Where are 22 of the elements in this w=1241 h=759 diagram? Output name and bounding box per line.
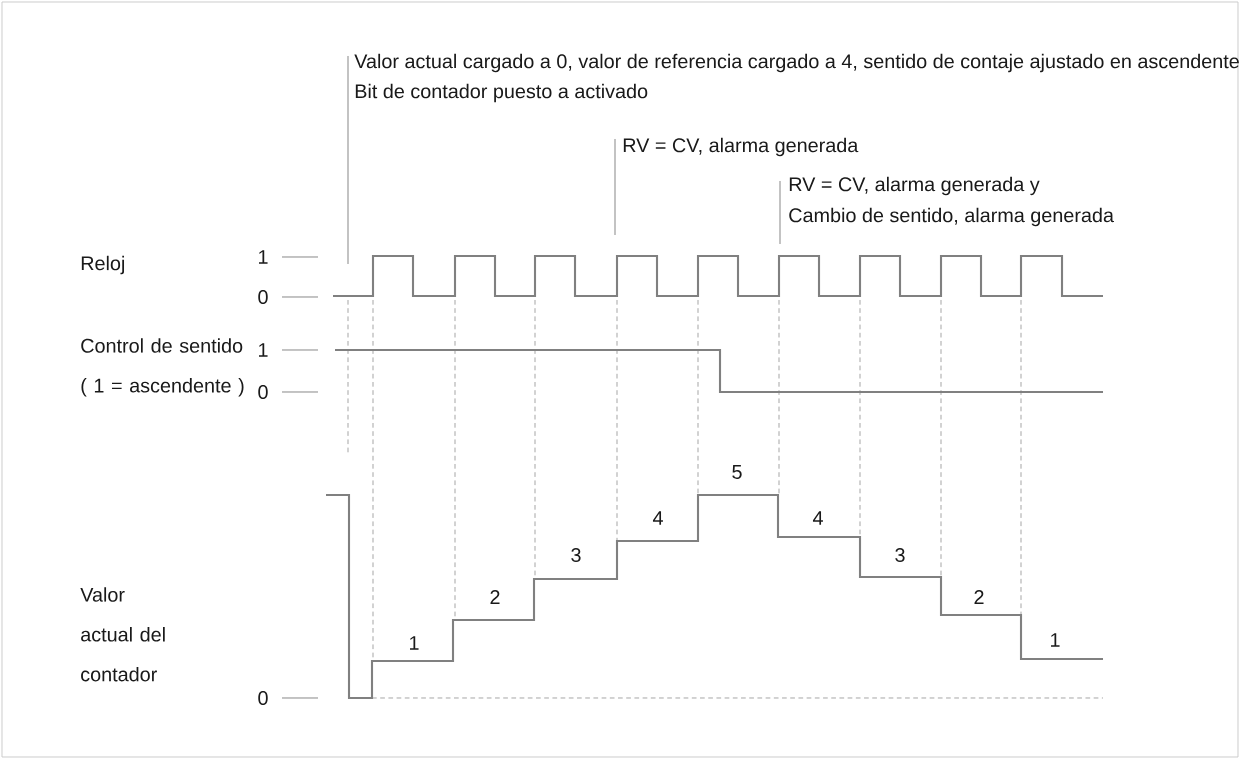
count-value: 2 <box>490 590 500 604</box>
signal-name: Reloj <box>81 255 124 275</box>
annotation-text: RV = CV, alarma generada y <box>789 176 1040 196</box>
count-value: 2 <box>974 590 984 604</box>
annotation-text: RV = CV, alarma generada <box>623 137 859 157</box>
signal-name: Control de sentido ( 1 = ascendente ) <box>81 338 244 397</box>
level-value: 1 <box>259 250 268 264</box>
count-value: 4 <box>812 511 823 525</box>
level-value: 0 <box>258 385 268 399</box>
count-value: 4 <box>652 511 663 525</box>
count-value: 1 <box>1051 633 1060 647</box>
signal-name: Valor actual del contador <box>80 587 165 682</box>
level-value: 1 <box>259 343 268 357</box>
count-value: 3 <box>571 548 581 562</box>
level-value: 0 <box>258 691 268 705</box>
count-value: 5 <box>732 465 742 479</box>
annotation-text: Valor actual cargado a 0, valor de referencia cargado a 4, sentido de contaje ajustado en ascendente <box>354 53 1239 73</box>
count-value: 1 <box>410 636 419 650</box>
count-value: 3 <box>895 548 905 562</box>
annotation-text: Cambio de sentido, alarma generada <box>789 207 1114 227</box>
annotation-text: Bit de contador puesto a activado <box>355 83 648 103</box>
level-value: 0 <box>258 290 268 304</box>
